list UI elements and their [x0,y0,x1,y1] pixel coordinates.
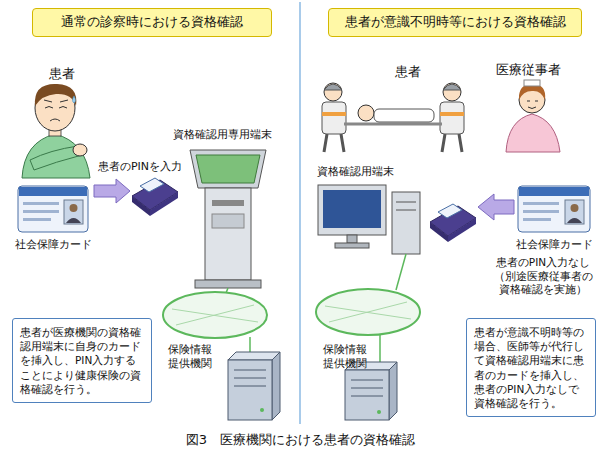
figure-label: 資格確認用専用端末 [172,128,273,142]
stretcher-team [322,83,464,152]
computer-terminal [318,185,420,254]
nurse-figure [506,80,560,152]
figure-label: 患者のPIN入力なし （別途医療従事者の 資格確認を実施） [493,256,594,297]
figure-label: 患者のPINを入力 [97,160,184,174]
patient-figure [22,84,90,178]
card-reader-right [430,204,476,242]
figure-label: 社会保障カード [515,238,594,252]
section-header: 通常の診察時における資格確認 [32,8,272,37]
note-text: 患者が医療機関の資格確認用端末に自身のカードを挿入し、PIN入力することにより健… [20,325,144,396]
input-arrow [478,194,514,220]
note-text: 患者が意識不明時等の場合、医師等が代行して資格確認用端末に患者のカードを挿入し、… [474,325,588,410]
server-right [345,362,397,420]
figure-label: 患者 [394,64,422,81]
kiosk-terminal [190,150,266,288]
network-right [316,289,420,335]
network-left [163,292,267,338]
note-box: 患者が意識不明時等の場合、医師等が代行して資格確認用端末に患者のカードを挿入し、… [466,318,596,417]
note-box: 患者が医療機関の資格確認用端末に自身のカードを挿入し、PIN入力することにより健… [12,318,152,403]
input-arrow [94,179,130,203]
server-left [228,352,280,420]
figure-caption: 図3 医療機関における患者の資格確認 [0,432,601,449]
network-link [396,254,406,290]
figure-label: 医療従事者 [495,62,562,79]
figure-label: 社会保障カード [14,238,93,252]
header-text: 通常の診察時における資格確認 [61,14,243,31]
figure-label: 保険情報 提供機関 [322,343,368,372]
figure-label: 資格確認用端末 [316,165,395,179]
card-left [18,186,88,232]
card-right [518,186,590,232]
network-link [379,334,381,362]
section-header: 患者が意識不明時等における資格確認 [328,8,582,37]
figure-label: 患者 [48,66,76,83]
figure-label: 保険情報 提供機関 [167,343,213,372]
divider-line [299,2,300,424]
header-text: 患者が意識不明時等における資格確認 [345,14,566,31]
card-reader-left [132,178,178,216]
network-link [249,337,251,352]
